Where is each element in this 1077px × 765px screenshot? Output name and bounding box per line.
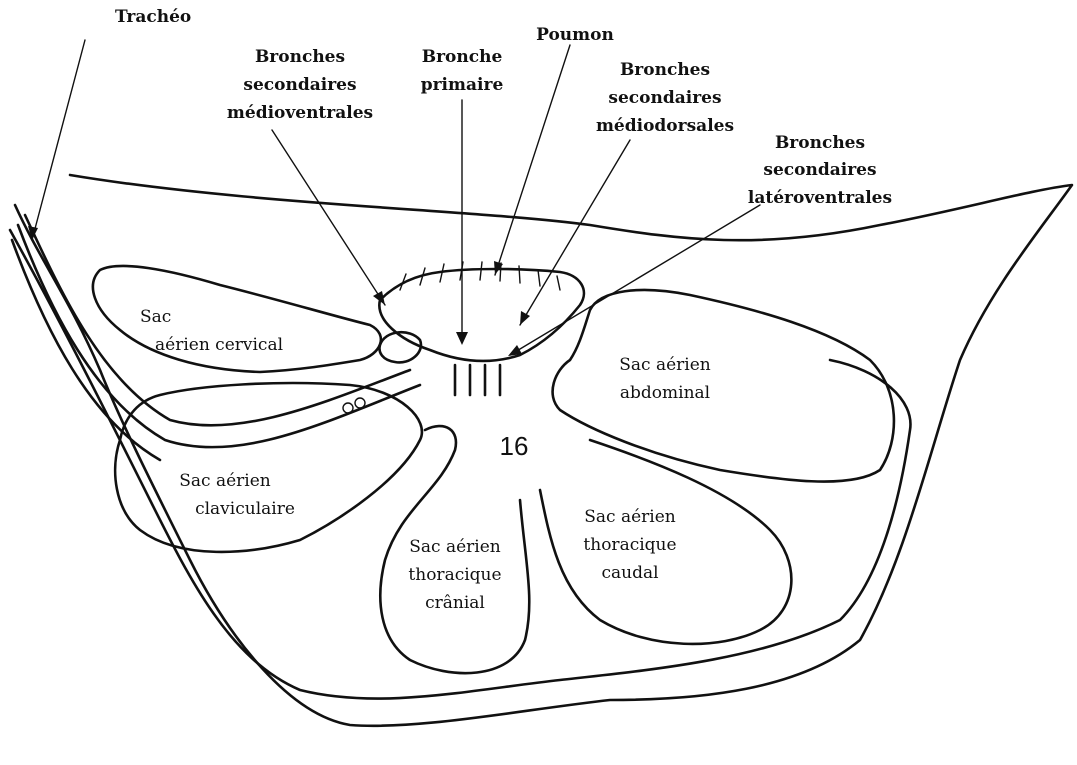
leader-bronches-md: [520, 140, 630, 325]
leader-poumon: [495, 45, 570, 275]
label-bronches-mv-3: médioventrales: [227, 103, 373, 123]
label-sac-thoracique-cranial-1: Sac aérien: [409, 537, 501, 557]
figure-number: 16: [500, 431, 529, 461]
cervical-air-sac: [93, 266, 381, 372]
body-outline: [15, 175, 1072, 726]
label-sac-cervical-1: Sac: [140, 307, 171, 327]
label-bronche-primaire-2: primaire: [421, 75, 504, 95]
abdominal-air-sac: [553, 290, 894, 482]
label-bronches-md-2: secondaires: [608, 88, 721, 108]
arrowhead-bronches-md: [520, 311, 530, 325]
arrowhead-bronche-primaire: [456, 332, 468, 345]
label-sac-cervical-2: aérien cervical: [155, 335, 283, 355]
primary-bronchus-tube: [455, 365, 500, 395]
label-bronches-md-1: Bronches: [620, 60, 710, 80]
label-bronches-lv-3: latéroventrales: [748, 188, 892, 208]
clavicular-air-sac: [115, 383, 422, 552]
label-trachee: Trachéo: [115, 7, 191, 27]
label-sac-claviculaire-2: claviculaire: [195, 499, 295, 519]
leader-bronches-mv: [272, 130, 385, 305]
clavicular-duct-ring-2: [355, 398, 365, 408]
clavicular-duct-ring-1: [343, 403, 353, 413]
label-sac-thoracique-caudal-1: Sac aérien: [584, 507, 676, 527]
label-sac-thoracique-cranial-3: crânial: [425, 593, 485, 613]
label-bronches-mv-2: secondaires: [243, 75, 356, 95]
label-sac-thoracique-caudal-3: caudal: [601, 563, 658, 583]
label-bronche-primaire-1: Bronche: [422, 47, 503, 67]
label-sac-abdominal-1: Sac aérien: [619, 355, 711, 375]
label-sac-thoracique-caudal-2: thoracique: [583, 535, 676, 555]
label-bronches-md-3: médiodorsales: [596, 116, 734, 136]
leader-trachee: [32, 40, 85, 240]
label-poumon: Poumon: [536, 25, 614, 45]
label-sac-abdominal-2: abdominal: [620, 383, 710, 403]
label-bronches-lv-1: Bronches: [775, 133, 865, 153]
label-bronches-mv-1: Bronches: [255, 47, 345, 67]
label-bronches-lv-2: secondaires: [763, 160, 876, 180]
inner-body-line: [10, 230, 910, 699]
label-sac-claviculaire-1: Sac aérien: [179, 471, 271, 491]
lung-outline: [379, 269, 584, 361]
label-sac-thoracique-cranial-2: thoracique: [408, 565, 501, 585]
